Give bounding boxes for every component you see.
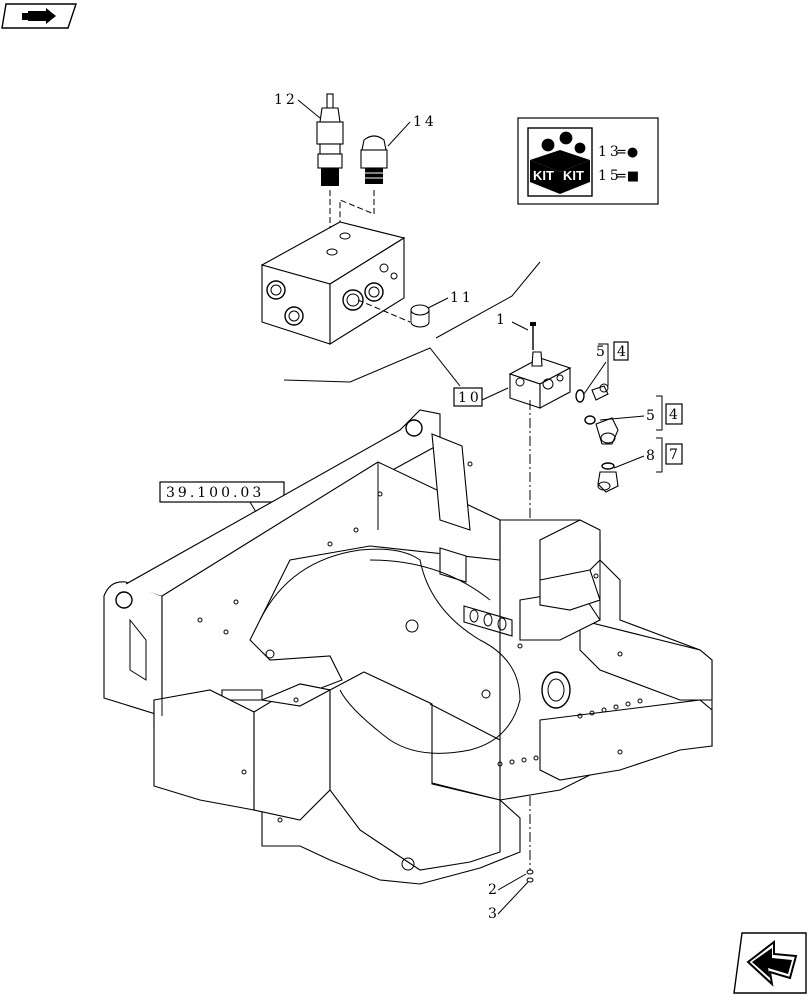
callout-box-4a	[613, 341, 629, 361]
callout-label-14: 14	[413, 114, 437, 130]
kit-text-left: KIT	[533, 168, 554, 183]
callout-label-12: 12	[274, 92, 298, 108]
washer-and-nut	[526, 869, 534, 883]
callout-label-2: 2	[488, 882, 500, 898]
callout-label-5b: 5	[646, 408, 658, 424]
callout-label-4a: 4	[617, 344, 629, 360]
callout-label-11: 11	[450, 290, 474, 306]
kit-legend-symbol-square: =■	[616, 169, 639, 184]
chassis-frame	[103, 409, 713, 885]
callout-label-7: 7	[669, 447, 681, 463]
callout-label-8: 8	[646, 448, 658, 464]
callout-label-4b: 4	[669, 407, 681, 423]
kit-legend-number-15: 15	[598, 168, 622, 184]
callout-label-3: 3	[488, 906, 500, 922]
callout-label-1: 1	[496, 312, 508, 328]
valve-manifold-block	[260, 221, 406, 345]
callout-box-4b	[665, 403, 683, 425]
kit-package-icon: KIT KIT	[530, 130, 590, 194]
o-ring-fitting-a	[575, 383, 609, 403]
callout-label-5a: 5	[596, 344, 608, 360]
kit-legend-symbol-circle: =●	[616, 145, 638, 160]
cylinder-cap	[410, 304, 430, 328]
reference-section-label[interactable]: 39.100.03	[166, 485, 264, 501]
kit-text-right: KIT	[563, 168, 584, 183]
book-with-arrow-icon[interactable]	[1, 3, 77, 29]
swivel-elbow-fitting	[597, 462, 619, 493]
kit-legend-number-13: 13	[598, 144, 622, 160]
callout-label-10: 10	[458, 390, 482, 406]
callout-box-7	[665, 443, 683, 465]
callout-box-10	[453, 387, 483, 407]
kit-legend-box: KIT KIT 13 =● 15 =■	[517, 117, 659, 205]
next-page-arrow-icon[interactable]	[733, 932, 807, 994]
reference-section-box[interactable]	[159, 481, 285, 503]
rivet-strip-center	[497, 755, 539, 767]
mounting-bolt	[530, 322, 536, 350]
rivet-strip-right	[577, 698, 643, 719]
elbow-fitting	[584, 415, 619, 445]
hydraulic-plug	[360, 135, 388, 184]
small-valve-block	[508, 351, 572, 409]
relief-valve-cartridge	[316, 93, 344, 186]
